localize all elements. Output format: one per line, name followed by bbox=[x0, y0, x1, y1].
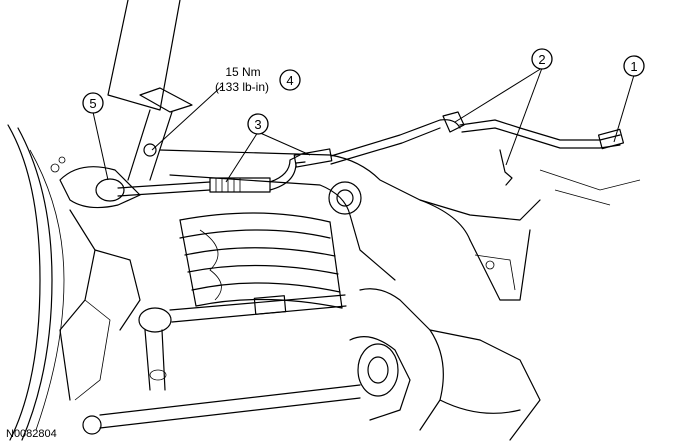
torque-spec: 15 Nm (133 lb-in) bbox=[215, 65, 269, 94]
callout-5: 5 bbox=[82, 92, 104, 114]
leader-lines bbox=[92, 67, 635, 183]
lower-link bbox=[82, 384, 361, 435]
control-arm bbox=[159, 149, 541, 301]
brake-rotor bbox=[7, 124, 66, 441]
tie-rod bbox=[138, 294, 347, 391]
knuckle bbox=[59, 166, 141, 401]
bolt-15nm bbox=[143, 143, 157, 157]
callout-2: 2 bbox=[531, 48, 553, 70]
svg-text:2: 2 bbox=[538, 52, 545, 67]
callout-4: 4 bbox=[279, 69, 301, 91]
torque-spec-lbin: (133 lb-in) bbox=[215, 80, 269, 94]
lower-arm bbox=[349, 288, 541, 441]
svg-text:1: 1 bbox=[630, 59, 637, 74]
figure-id: N0082804 bbox=[6, 428, 57, 440]
shock-absorber bbox=[107, 0, 193, 181]
callout-3: 3 bbox=[247, 113, 269, 135]
svg-text:3: 3 bbox=[254, 117, 261, 132]
svg-text:5: 5 bbox=[89, 96, 96, 111]
torque-spec-nm: 15 Nm bbox=[225, 65, 260, 79]
svg-text:4: 4 bbox=[286, 73, 293, 88]
brake-hose bbox=[117, 111, 641, 206]
callout-1: 1 bbox=[623, 55, 645, 77]
coil-spring bbox=[179, 212, 343, 309]
